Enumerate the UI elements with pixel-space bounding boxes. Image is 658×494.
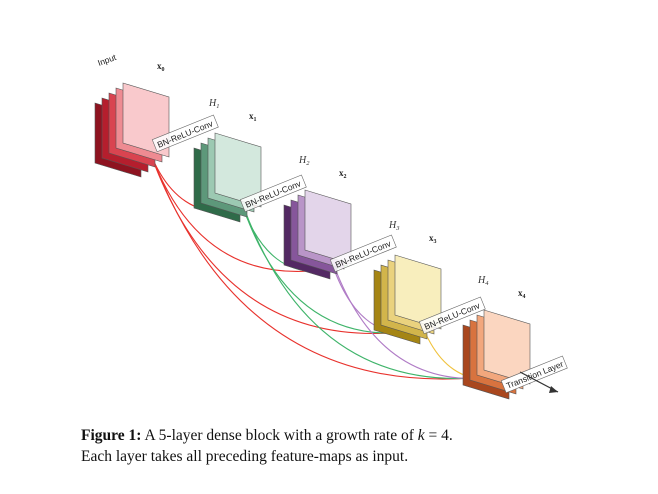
x-label-sub-3: 3 (434, 239, 437, 245)
x-label-3: x3 (429, 233, 437, 245)
x-label-sub-0: 0 (162, 67, 165, 73)
feature-stack-0 (94, 82, 170, 178)
feature-stack-2 (283, 189, 352, 280)
x-label-sub-4: 4 (523, 294, 526, 300)
h-label-2: H2 (298, 155, 310, 167)
x-label-main-4: x (518, 288, 523, 298)
x-label-1: x1 (249, 111, 257, 123)
dense-block-diagram: x0x1H1x2H2x3H3x4H4InputBN-ReLU-ConvBN-Re… (94, 52, 568, 400)
feature-map-4-3 (483, 309, 531, 385)
h-label-main-2: H (298, 155, 307, 166)
transition-arrow-head (549, 386, 558, 393)
caption-text-2: = 4. (424, 427, 453, 444)
h-label-sub-2: 2 (306, 160, 310, 167)
caption-text-1: A 5-layer dense block with a growth rate… (141, 427, 418, 444)
feature-map-1-3 (214, 132, 262, 208)
x-label-0: x0 (157, 61, 165, 73)
h-label-sub-3: 3 (395, 225, 400, 232)
h-label-sub-4: 4 (485, 280, 489, 287)
h-label-3: H3 (388, 220, 400, 232)
caption-line-2: Each layer takes all preceding feature-m… (81, 448, 409, 465)
caption-label: Figure 1: (81, 427, 142, 444)
conv-box-frame-2 (239, 174, 307, 213)
feature-map-stacks (94, 82, 531, 400)
h-label-1: H1 (208, 98, 219, 110)
x-label-sub-1: 1 (254, 117, 257, 123)
x-label-4: x4 (518, 288, 526, 300)
input-label: Input (96, 52, 118, 68)
feature-stack-4 (462, 309, 531, 400)
x-label-sub-2: 2 (344, 174, 347, 180)
conv-box-frame-4 (418, 296, 486, 335)
h-label-main-4: H (477, 275, 486, 286)
h-label-main-3: H (388, 220, 397, 231)
h-label-sub-1: 1 (216, 103, 219, 110)
x-label-main-3: x (429, 233, 434, 243)
feature-stack-1 (193, 132, 262, 223)
h-label-4: H4 (477, 275, 489, 287)
conv-box-frame-3 (329, 234, 397, 273)
feature-stack-3 (373, 254, 442, 345)
x-label-2: x2 (339, 168, 347, 180)
x-label-main-1: x (249, 111, 254, 121)
connection-0-4 (141, 127, 521, 380)
conv-box-frame-1 (151, 114, 219, 153)
feature-map-3-3 (394, 254, 442, 330)
x-label-main-2: x (339, 168, 344, 178)
x-label-main-0: x (157, 61, 162, 71)
h-label-main-1: H (208, 98, 217, 109)
caption-k: k (417, 427, 425, 444)
figure-caption: Figure 1: A 5-layer dense block with a g… (81, 425, 581, 467)
